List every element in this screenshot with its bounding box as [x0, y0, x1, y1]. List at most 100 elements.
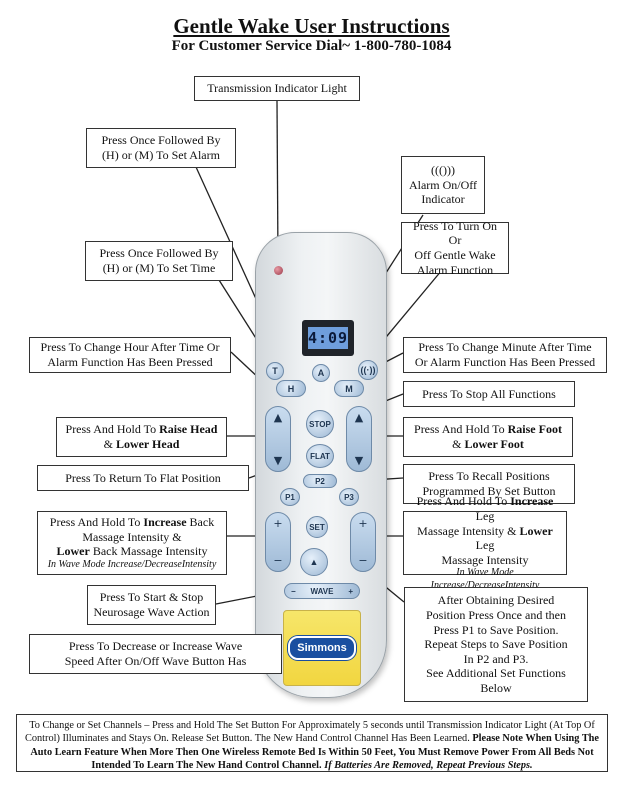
- callout-text: Press Once Followed By: [101, 133, 221, 148]
- callout-bold-text: Lower Foot: [464, 437, 524, 451]
- callout-text: Press And Hold To Increase Leg: [408, 494, 562, 523]
- callout-text: Press P1 to Save Position.: [433, 622, 559, 637]
- callout-flat: Press To Return To Flat Position: [37, 465, 249, 491]
- p2-button[interactable]: P2: [303, 474, 337, 488]
- callout-text: Massage Intensity: [441, 552, 529, 567]
- callout-foot: Press And Hold To Raise Foot & Lower Foo…: [403, 417, 573, 457]
- callout-text: Press And Hold To: [49, 514, 141, 529]
- back-massage-rocker[interactable]: + −: [265, 512, 291, 572]
- callout-wave: Press To Start & Stop Neurosage Wave Act…: [87, 585, 216, 625]
- callout-bold-text: Lower Head: [115, 437, 180, 451]
- back-decrease-icon: −: [273, 554, 283, 567]
- leg-decrease-icon: −: [358, 554, 368, 567]
- wave-label: WAVE: [310, 586, 334, 596]
- raise-head-icon: ▲: [273, 411, 283, 424]
- callout-minute: Press To Change Minute After Time Or Ala…: [403, 337, 607, 373]
- callout-transmission-light: Transmission Indicator Light: [194, 76, 360, 101]
- wave-speed-increase-icon: +: [348, 586, 353, 596]
- callout-text: Press To Start & Stop: [99, 590, 204, 605]
- callout-text: Alarm Function Has Been Pressed: [47, 355, 213, 369]
- callout-text: Press To Stop All Functions: [422, 386, 556, 401]
- p3-button[interactable]: P3: [339, 488, 359, 506]
- callout-text: Press And Hold To: [416, 494, 508, 509]
- flat-button[interactable]: FLAT: [306, 444, 334, 468]
- callout-text: (H) or (M) To Set Time: [102, 261, 216, 275]
- callout-text: Massage Intensity & Lower Leg: [408, 524, 562, 553]
- callout-text: Off Gentle Wake: [414, 248, 496, 262]
- callout-gentle-wake: Press To Turn On Or Off Gentle Wake Alar…: [401, 218, 509, 277]
- channel-instructions: To Change or Set Channels – Press and Ho…: [16, 714, 608, 772]
- callout-note: In Wave Mode Increase/DecreaseIntensity: [47, 558, 217, 570]
- stop-button[interactable]: STOP: [306, 410, 334, 438]
- callout-text: Or Alarm Function Has Been Pressed: [414, 355, 596, 369]
- callout-text: Press To Turn On Or: [413, 218, 497, 248]
- set-button[interactable]: SET: [306, 516, 328, 538]
- callout-text: Speed After On/Off Wave Button Has: [64, 654, 247, 668]
- callout-text: Press And Hold To Raise Foot: [414, 422, 562, 437]
- callout-text: & Lower Head: [104, 437, 180, 452]
- callout-text: (H) or (M) To Set Alarm: [102, 148, 220, 162]
- lcd-display: 4:09: [302, 320, 354, 356]
- wave-speed-decrease-icon: −: [291, 586, 296, 596]
- callout-text: Press Once Followed By: [99, 246, 219, 261]
- callout-text: Leg: [475, 508, 495, 523]
- transmission-indicator-light: [274, 266, 283, 275]
- callout-back-massage: Press And Hold To Increase Back Massage …: [37, 511, 227, 575]
- callout-text: In P2 and P3.: [463, 651, 529, 666]
- callout-text: Position Press Once and then: [426, 607, 566, 622]
- callout-text: Leg: [475, 538, 495, 553]
- callout-bold-text: Increase: [510, 494, 554, 509]
- wave-triangle-icon: ▲: [309, 557, 319, 567]
- lower-foot-icon: ▼: [354, 454, 364, 467]
- callout-text: Press And Hold To Increase Back: [50, 515, 214, 530]
- back-increase-icon: +: [273, 517, 283, 530]
- callout-alarm-set: Press Once Followed By (H) or (M) To Set…: [86, 128, 236, 168]
- leg-massage-rocker[interactable]: + −: [350, 512, 376, 572]
- lcd-time: 4:09: [307, 327, 349, 349]
- minute-button[interactable]: M: [334, 380, 364, 397]
- foot-rocker[interactable]: ▲ ▼: [346, 406, 372, 472]
- callout-set: After Obtaining Desired Position Press O…: [404, 587, 588, 702]
- head-rocker[interactable]: ▲ ▼: [265, 406, 291, 472]
- callout-text: Below: [480, 681, 512, 696]
- callout-text: Press And Hold To: [414, 422, 505, 437]
- callout-text: Massage Intensity &: [417, 523, 517, 538]
- callout-text: ((())): [431, 163, 455, 178]
- channel-instructions-text: To Change or Set Channels – Press and Ho…: [25, 720, 595, 745]
- wave-action-button[interactable]: ▲: [300, 548, 328, 576]
- callout-leg-massage: Press And Hold To Increase Leg Massage I…: [403, 494, 567, 591]
- callout-text: Press To Change Minute After Time: [418, 340, 592, 355]
- p1-button[interactable]: P1: [280, 488, 300, 506]
- callout-text: Back: [189, 514, 215, 529]
- callout-bold-text: Raise Foot: [507, 422, 562, 437]
- time-button[interactable]: T: [266, 362, 284, 380]
- gentle-wake-button[interactable]: ((·)): [358, 360, 378, 380]
- leg-increase-icon: +: [358, 517, 368, 530]
- callout-text: Back Massage Intensity: [92, 544, 208, 559]
- callout-note: In Wave Mode Increase/DecreaseIntensity: [430, 567, 540, 591]
- callout-text: Alarm Function: [416, 262, 494, 277]
- callout-text: Programmed By Set Button: [422, 484, 556, 498]
- callout-text: Press To Change Hour After Time Or: [40, 340, 220, 355]
- callout-alarm-indicator: ((())) Alarm On/Off Indicator: [401, 156, 485, 214]
- callout-bold-text: Lower: [56, 544, 90, 559]
- lower-head-icon: ▼: [273, 454, 283, 467]
- callout-text: Press And Hold To: [65, 422, 157, 437]
- callout-text: After Obtaining Desired: [437, 593, 555, 608]
- callout-bold-text: Lower: [519, 523, 553, 538]
- callout-text: See Additional Set Functions: [426, 666, 566, 681]
- callout-text: Repeat Steps to Save Position: [424, 637, 568, 652]
- hour-button[interactable]: H: [276, 380, 306, 397]
- raise-foot-icon: ▲: [354, 411, 364, 424]
- callout-bold-text: Raise Head: [159, 422, 218, 437]
- callout-head: Press And Hold To Raise Head & Lower Hea…: [56, 417, 227, 457]
- wave-speed-button[interactable]: − WAVE +: [284, 583, 360, 599]
- callout-text: Massage Intensity &: [82, 529, 182, 544]
- alarm-button[interactable]: A: [312, 364, 330, 382]
- callout-stop: Press To Stop All Functions: [403, 381, 575, 407]
- simmons-logo: Simmons: [288, 636, 356, 660]
- customer-service-line: For Customer Service Dial~ 1-800-780-108…: [171, 38, 452, 54]
- callout-text: &: [452, 437, 462, 451]
- callout-text: Neurosage Wave Action: [93, 605, 210, 619]
- callout-wave-speed: Press To Decrease or Increase Wave Speed…: [29, 634, 282, 674]
